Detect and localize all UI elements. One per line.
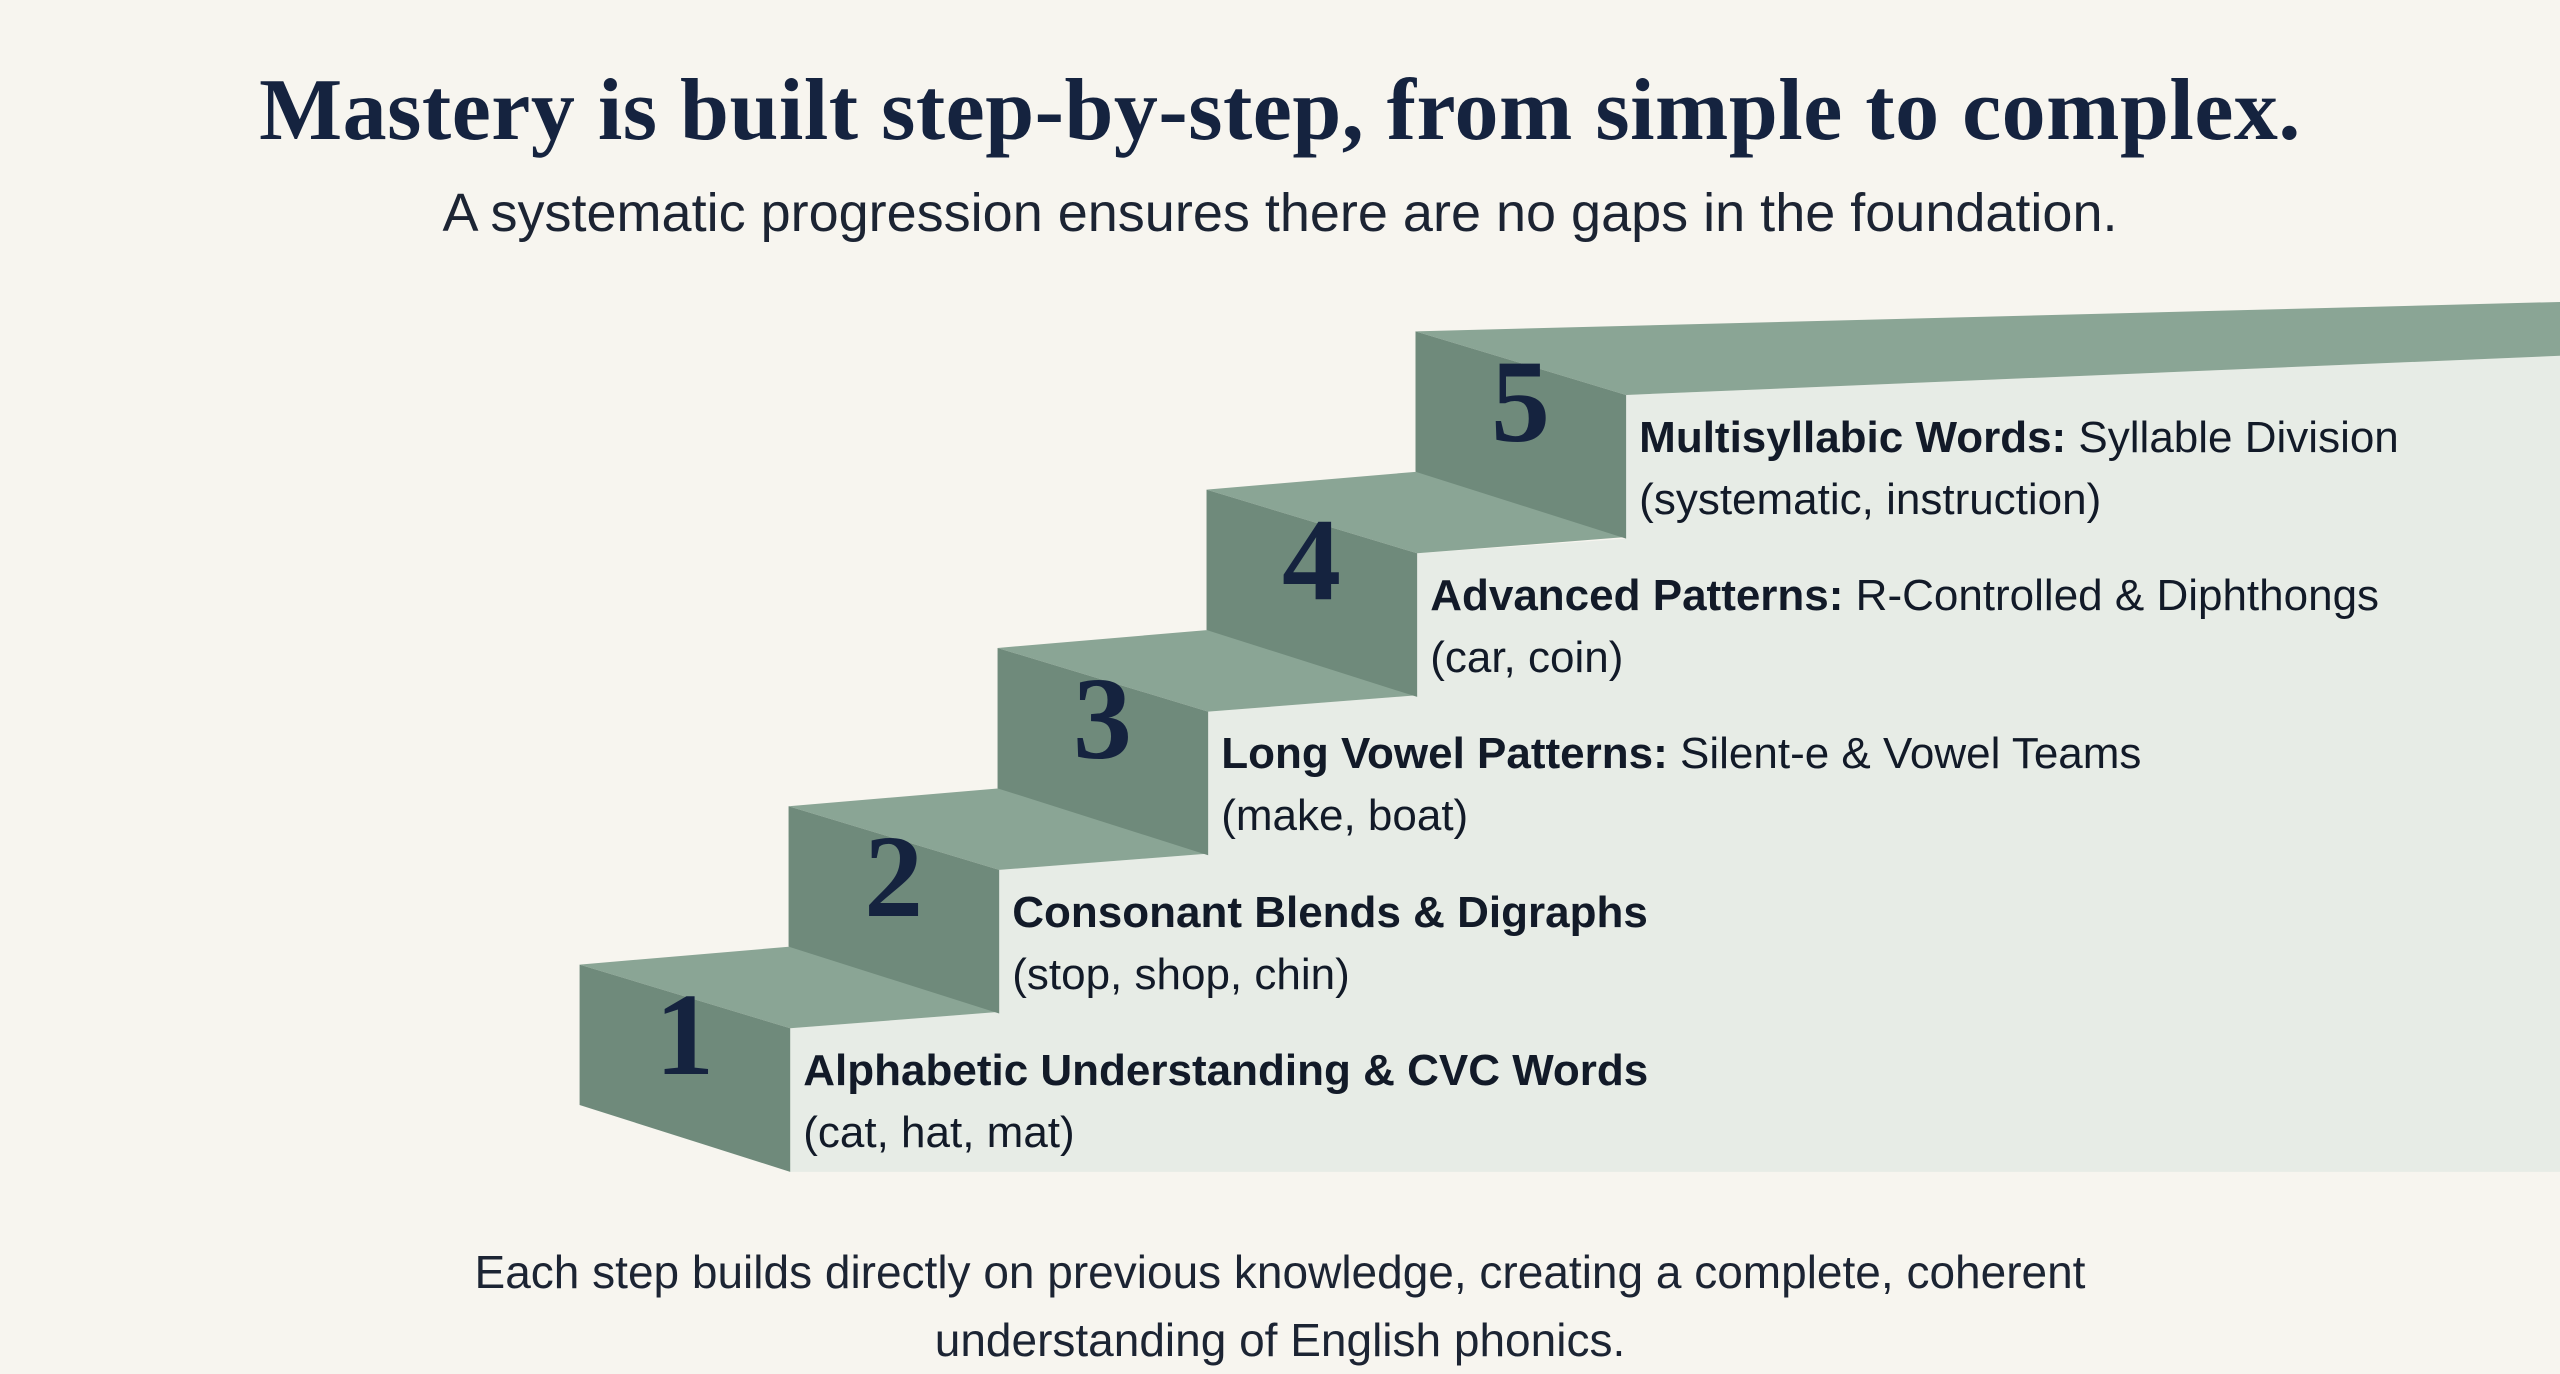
step-heading: Long Vowel Patterns: Silent-e & Vowel Te… xyxy=(1221,723,2141,785)
step-top-3 xyxy=(997,630,1418,712)
step-label-2: Consonant Blends & Digraphs (stop, shop, … xyxy=(1012,882,1648,1006)
step-label-1: Alphabetic Understanding & CVC Words (cat… xyxy=(803,1040,1648,1164)
step-detail: R-Controlled & Diphthongs xyxy=(1843,570,2380,620)
step-title: Long Vowel Patterns: xyxy=(1221,729,1668,779)
top-landing xyxy=(1415,301,2560,395)
step-face-5 xyxy=(1415,331,1627,539)
step-face-4 xyxy=(1206,489,1418,697)
step-face-2 xyxy=(788,806,1000,1014)
footer-line-2: understanding of English phonics. xyxy=(934,1314,1626,1366)
step-heading: Consonant Blends & Digraphs xyxy=(1012,882,1648,944)
step-heading: Multisyllabic Words: Syllable Division xyxy=(1639,407,2399,469)
step-number-5: 5 xyxy=(1491,335,1550,467)
step-face-3 xyxy=(997,647,1209,856)
step-top-2 xyxy=(788,788,1209,870)
step-detail: Silent-e & Vowel Teams xyxy=(1667,729,2142,779)
step-title: Multisyllabic Words: xyxy=(1639,412,2067,462)
step-number-4: 4 xyxy=(1282,494,1342,626)
step-detail: Syllable Division xyxy=(2066,412,2399,462)
step-face-1 xyxy=(579,964,791,1172)
step-examples: (car, coin) xyxy=(1430,632,1624,682)
page-title: Mastery is built step-by-step, from simp… xyxy=(259,62,2301,159)
step-number-3: 3 xyxy=(1073,652,1133,784)
step-top-4 xyxy=(1206,471,1627,554)
step-top-1 xyxy=(579,946,1000,1029)
step-heading: Advanced Patterns: R-Controlled & Diphth… xyxy=(1430,565,2379,627)
step-title: Alphabetic Understanding & CVC Words xyxy=(803,1046,1649,1095)
step-examples: (make, boat) xyxy=(1221,791,1469,841)
step-examples: (stop, shop, chin) xyxy=(1012,949,1350,999)
stair-wall xyxy=(790,355,2560,1172)
step-label-4: Advanced Patterns: R-Controlled & Diphth… xyxy=(1430,565,2379,689)
step-label-3: Long Vowel Patterns: Silent-e & Vowel Te… xyxy=(1221,723,2141,847)
step-title: Advanced Patterns: xyxy=(1430,570,1844,620)
step-examples: (cat, hat, mat) xyxy=(803,1108,1075,1157)
step-title: Consonant Blends & Digraphs xyxy=(1012,887,1648,937)
step-examples: (systematic, instruction) xyxy=(1639,474,2102,524)
step-number-1: 1 xyxy=(655,969,715,1101)
footer-line-1: Each step builds directly on previous kn… xyxy=(474,1246,2086,1298)
page-subtitle: A systematic progression ensures there a… xyxy=(442,183,2118,243)
step-label-5: Multisyllabic Words: Syllable Division(s… xyxy=(1639,407,2399,531)
step-heading: Alphabetic Understanding & CVC Words xyxy=(803,1040,1648,1102)
step-number-2: 2 xyxy=(864,810,924,942)
footer-note: Each step builds directly on previous kn… xyxy=(0,1238,2560,1374)
